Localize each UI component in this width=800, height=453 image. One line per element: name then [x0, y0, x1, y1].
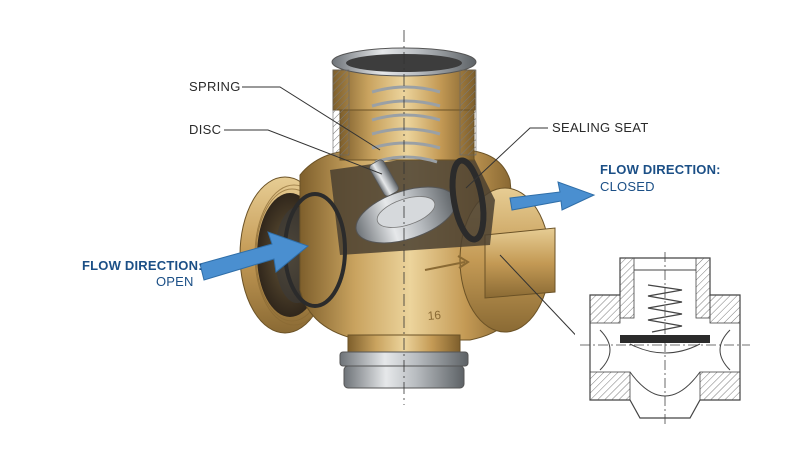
- casting-mark: 16: [427, 308, 442, 323]
- inset-schematic: [575, 248, 785, 428]
- label-disc: DISC: [189, 122, 222, 137]
- flow-arrow-in-icon: [199, 231, 310, 281]
- disc: [355, 159, 457, 244]
- label-flow-out-state: CLOSED: [600, 179, 655, 194]
- flow-arrow-out-icon: [509, 181, 596, 211]
- label-flow-out-title: FLOW DIRECTION:: [600, 162, 721, 177]
- label-flow-in-state: OPEN: [156, 274, 194, 289]
- leader-lines: [224, 86, 586, 346]
- label-sealing-seat: SEALING SEAT: [552, 120, 649, 135]
- label-spring: SPRING: [189, 79, 241, 94]
- cast-direction-arrow-icon: [424, 255, 470, 271]
- label-flow-in-title: FLOW DIRECTION:: [82, 258, 203, 273]
